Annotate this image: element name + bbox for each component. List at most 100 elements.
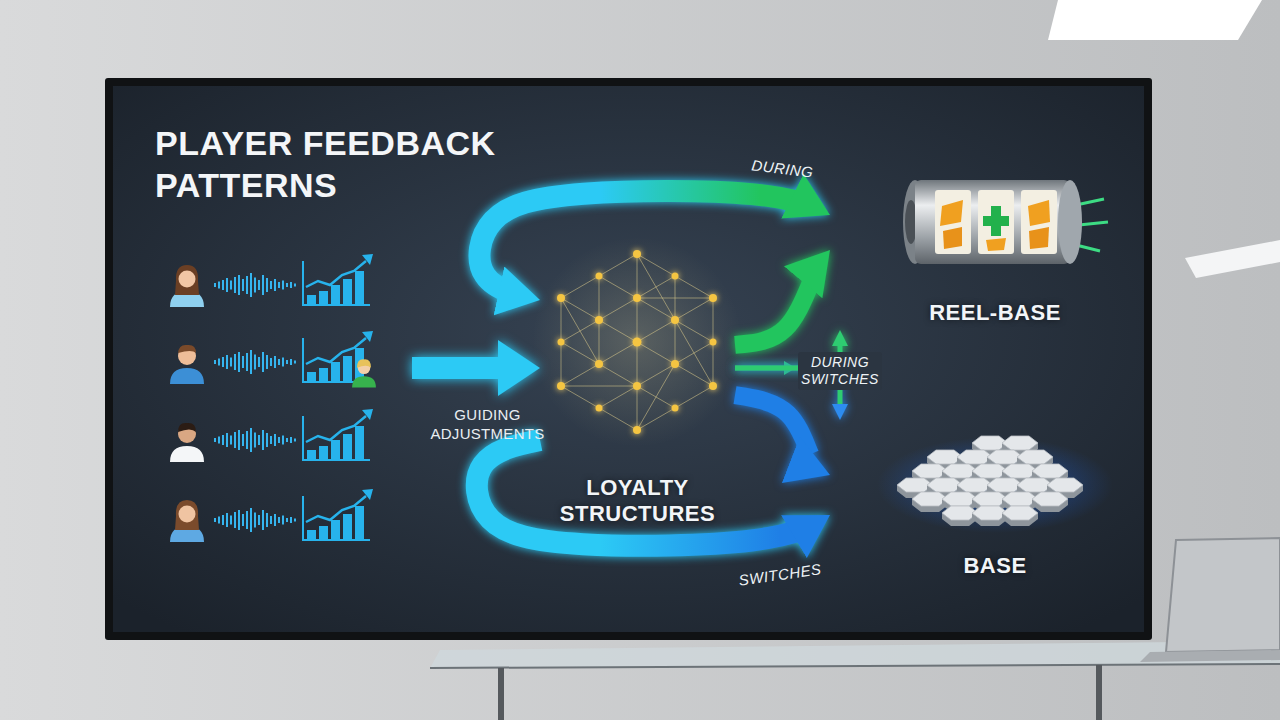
- player-icon: [170, 368, 204, 384]
- annotation-label: GUIDING ADJUSTMENTS: [425, 405, 550, 443]
- edge-label: SWITCHES: [724, 558, 835, 590]
- slot-reel-illustration: [943, 227, 962, 249]
- glass-table: [430, 664, 1280, 668]
- laptop: [1140, 650, 1280, 662]
- base-tiles-illustration: [1032, 492, 1068, 512]
- player-icon: [179, 506, 196, 523]
- network-illustration: [671, 360, 679, 368]
- network-illustration: [557, 294, 565, 302]
- node-label: BASE: [895, 553, 1095, 579]
- base-tiles-illustration: [877, 436, 1113, 533]
- growth-chart: [303, 409, 373, 460]
- player-icon: [170, 345, 204, 384]
- node-label: LOYALTY STRUCTURES: [540, 475, 735, 527]
- player-icon: [170, 446, 204, 462]
- tv-screen: [113, 86, 1144, 632]
- voice-waveform: [215, 350, 295, 374]
- network-illustration: [709, 294, 717, 302]
- network-illustration: [561, 254, 713, 430]
- slot-reel-illustration: [915, 180, 1070, 264]
- node-label: REEL-BASE: [900, 300, 1090, 326]
- network-illustration: [709, 382, 717, 390]
- input-arrow: [412, 340, 540, 396]
- player-icon: [352, 359, 376, 387]
- ceiling-light: [1185, 240, 1280, 278]
- glass-table: [1096, 665, 1102, 720]
- network-illustration: [596, 405, 603, 412]
- slot-reel-illustration: [1021, 190, 1057, 254]
- base-tiles-illustration: [1002, 506, 1038, 526]
- growth-chart: [303, 331, 373, 382]
- network-illustration: [596, 273, 603, 280]
- player-icon: [175, 500, 199, 530]
- network-illustration: [672, 405, 679, 412]
- player-icon: [178, 423, 196, 432]
- slot-reel-illustration: [1028, 200, 1050, 226]
- player-icon: [179, 271, 196, 288]
- slot-reel-illustration: [1058, 180, 1082, 264]
- glass-table: [498, 668, 504, 720]
- slot-reel-illustration: [940, 200, 963, 226]
- slot-reel-illustration: [983, 216, 1009, 226]
- illustration-node: LOYALTY STRUCTURES: [540, 250, 735, 535]
- slot-reel-illustration: [903, 180, 1108, 264]
- ceiling-light: [1048, 0, 1262, 40]
- player-icon: [352, 376, 376, 387]
- voice-waveform: [215, 428, 295, 452]
- player-icon: [170, 500, 204, 542]
- tv-bezel: [105, 78, 1152, 640]
- network-illustration: [633, 250, 641, 258]
- player-icon: [170, 423, 204, 462]
- flow-arrow: [480, 191, 830, 300]
- diagram-title: PLAYER FEEDBACK PATTERNS: [155, 122, 555, 206]
- player-icon: [357, 359, 371, 367]
- flow-arrow: [735, 395, 830, 475]
- network-illustration: [633, 426, 641, 434]
- growth-chart: [303, 489, 373, 540]
- network-illustration: [558, 339, 565, 346]
- network-illustration: [672, 273, 679, 280]
- slot-reel-illustration: [978, 190, 1014, 254]
- glass-table: [430, 641, 1280, 668]
- flow-arrow: [735, 368, 840, 420]
- base-tiles-illustration: [877, 437, 1113, 533]
- network-illustration: [633, 294, 641, 302]
- player-icon: [175, 265, 199, 295]
- laptop: [1140, 538, 1280, 662]
- arrow-head: [784, 361, 796, 375]
- slot-reel-illustration: [935, 190, 971, 254]
- slot-reel-illustration: [986, 238, 1006, 251]
- slot-reel-illustration: [1029, 227, 1049, 249]
- voice-waveform: [215, 273, 295, 297]
- input-arrow: [412, 357, 502, 379]
- network-illustration: [557, 250, 717, 434]
- network-illustration: [532, 237, 742, 447]
- flow-arrow: [477, 440, 830, 546]
- voice-waveform: [215, 508, 295, 532]
- player-icon: [178, 345, 196, 353]
- flow-arrow: [735, 330, 840, 368]
- laptop: [1166, 538, 1280, 652]
- network-illustration: [633, 338, 642, 347]
- edge-label: DURING: [734, 154, 830, 182]
- network-illustration: [671, 316, 679, 324]
- flow-arrow: [735, 250, 830, 345]
- network-illustration: [595, 316, 603, 324]
- illustration-node: BASE: [830, 420, 1105, 585]
- illustration-node: REEL-BASE: [830, 165, 1100, 330]
- edge-label: DURING SWITCHES: [798, 352, 882, 390]
- network-illustration: [633, 382, 641, 390]
- network-illustration: [532, 237, 742, 447]
- network-illustration: [710, 339, 717, 346]
- glass-table: [430, 641, 1280, 720]
- growth-chart: [303, 254, 373, 305]
- network-illustration: [557, 382, 565, 390]
- player-rows: [170, 254, 376, 542]
- player-icon: [170, 265, 204, 307]
